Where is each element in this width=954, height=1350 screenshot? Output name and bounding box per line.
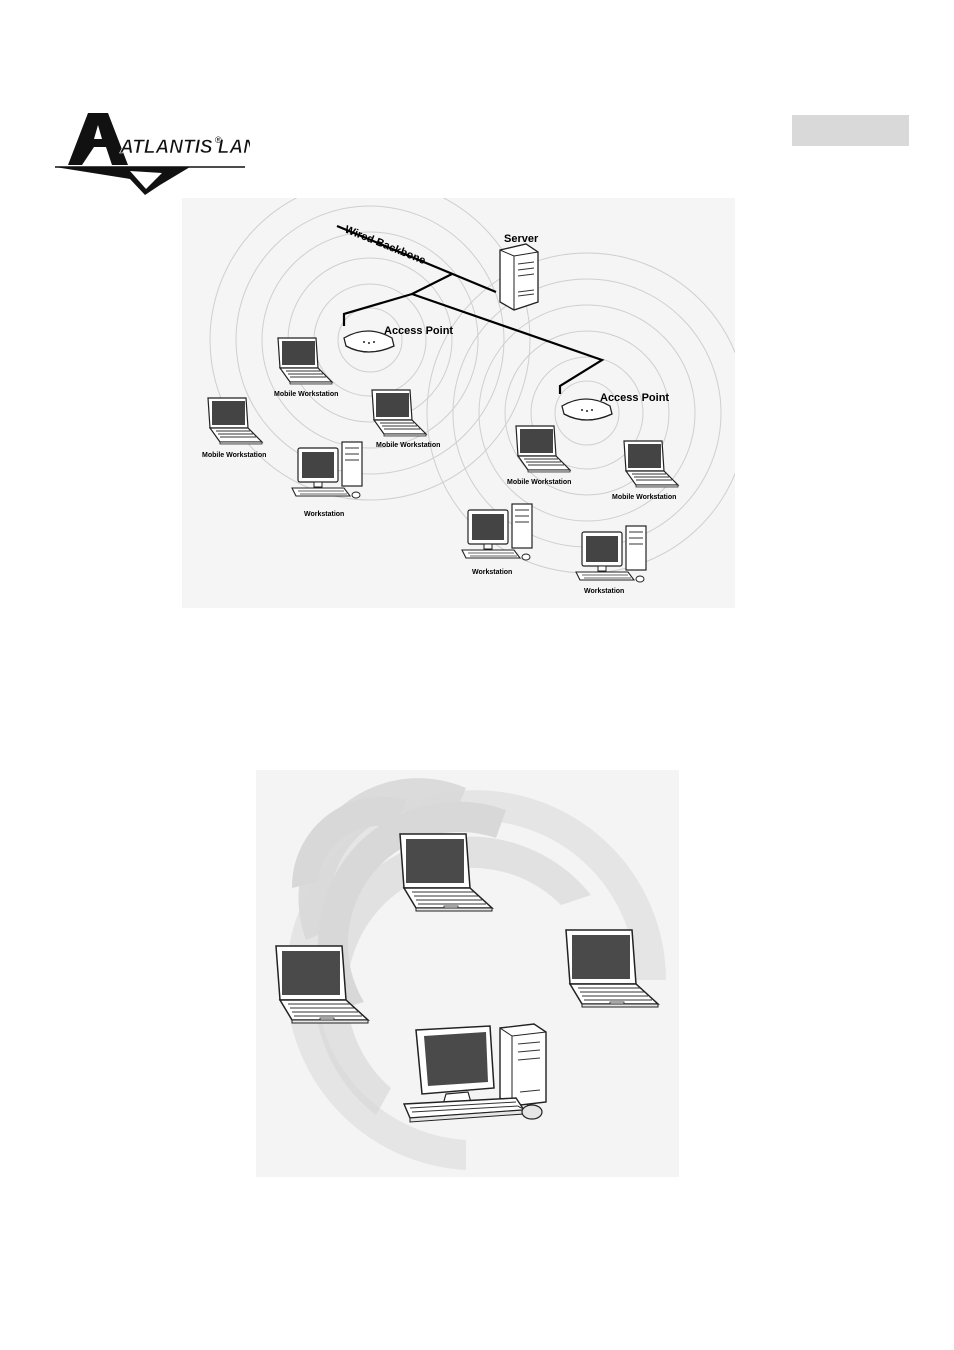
workstation-label: Workstation xyxy=(304,511,344,518)
mobile-workstation-label: Mobile Workstation xyxy=(376,442,440,449)
mobile-workstation-label: Mobile Workstation xyxy=(202,452,266,459)
wired-backbone-label: Wired Backbone xyxy=(343,224,427,267)
mobile-workstation-icon xyxy=(208,398,262,444)
access-point-left-label: Access Point xyxy=(384,325,453,337)
server-label: Server xyxy=(504,233,539,245)
workstation-label: Workstation xyxy=(472,569,512,576)
wired-backbone-lines xyxy=(337,226,602,394)
workstation-label: Workstation xyxy=(584,588,624,595)
workstation-icon xyxy=(462,504,532,560)
header-tab-block xyxy=(792,115,909,146)
access-point-right-label: Access Point xyxy=(600,392,669,404)
mobile-workstation-label: Mobile Workstation xyxy=(612,494,676,501)
atlantis-land-logo: ATLANTIS LAND ® xyxy=(50,105,250,200)
mobile-workstation-label: Mobile Workstation xyxy=(507,479,571,486)
infrastructure-network-diagram: Wired Backbone Server Access Point Acces… xyxy=(182,198,735,608)
ad-hoc-network-diagram xyxy=(256,770,679,1177)
desktop-workstation-icon xyxy=(404,1024,546,1122)
registered-mark: ® xyxy=(215,135,222,145)
mobile-workstation-label: Mobile Workstation xyxy=(274,391,338,398)
mobile-workstation-icon xyxy=(278,338,332,384)
logo-text: ATLANTIS LAND xyxy=(119,137,250,158)
workstation-icon xyxy=(292,442,362,498)
server-icon xyxy=(500,244,538,310)
mobile-workstation-icon xyxy=(624,441,678,487)
workstation-icon xyxy=(576,526,646,582)
mobile-workstation-icon xyxy=(372,390,426,436)
